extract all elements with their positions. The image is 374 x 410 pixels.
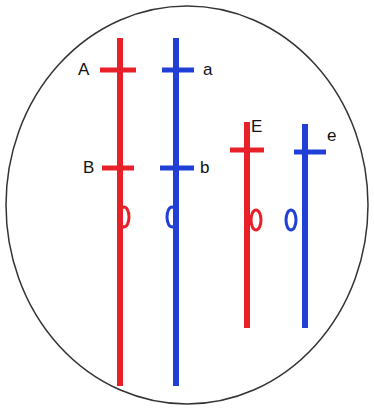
blue-long-chromosome [160, 38, 194, 386]
gene-label: B [83, 159, 94, 176]
gene-label: E [251, 118, 262, 135]
gene-label: a [203, 61, 212, 78]
blue-short-chromosome [286, 124, 326, 328]
gene-label: b [200, 159, 209, 176]
gene-label: e [327, 127, 336, 144]
cell-outline [6, 6, 368, 404]
red-long-chromosome [100, 38, 136, 386]
gene-label: A [78, 61, 89, 78]
red-short-chromosome [230, 122, 264, 328]
